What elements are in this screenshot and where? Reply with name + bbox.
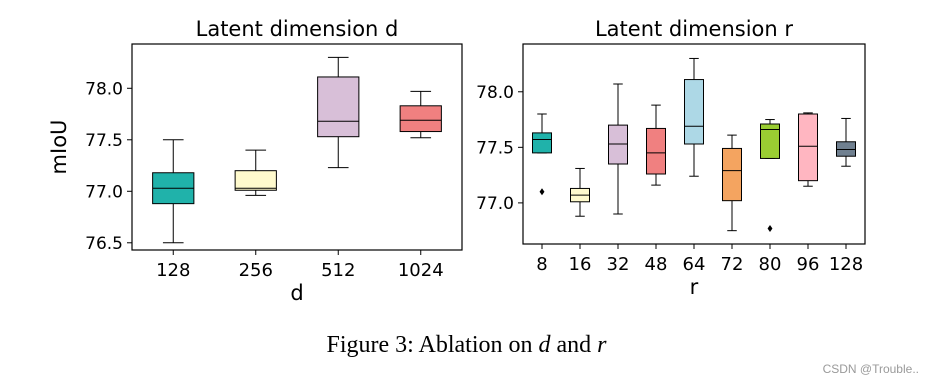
panel1-box-512 — [317, 76, 360, 138]
panel1-ytick-label: 76.5 — [85, 234, 123, 254]
panel2-box-64 — [684, 79, 704, 145]
panel1-xtick-label: 512 — [321, 260, 355, 281]
panel2-box-72 — [722, 147, 742, 202]
panel2-box-80 — [760, 123, 780, 159]
panel2-box-96 — [798, 113, 818, 182]
panel2-xtick-label: 80 — [759, 254, 782, 275]
figure-caption: Figure 3: Ablation on d and r — [0, 332, 933, 359]
panel2-xtick-label: 128 — [829, 254, 863, 275]
panel2-outlier-80 — [767, 224, 773, 232]
panel2-xtick-label: 72 — [721, 254, 744, 275]
panel2-xtick-label: 8 — [536, 254, 547, 275]
panel2-ytick-label: 78.0 — [476, 83, 514, 103]
panel2-outlier-8 — [539, 188, 545, 196]
panel2-xtick-label: 48 — [645, 254, 668, 275]
panel1-xtick-label: 1024 — [398, 260, 444, 281]
panel2-box-128 — [836, 141, 856, 157]
panel2-xtick-label: 16 — [569, 254, 592, 275]
panel1-box-1024 — [399, 105, 442, 133]
panel2-box-8 — [532, 132, 552, 154]
panel2-xlabel: r — [690, 275, 699, 299]
panel1-xtick-label: 256 — [239, 260, 273, 281]
panel2-ytick-label: 77.5 — [476, 138, 514, 158]
panel2-title: Latent dimension r — [595, 17, 793, 41]
panel1-xtick-label: 128 — [156, 260, 190, 281]
panel1-xlabel: d — [290, 281, 303, 305]
panel2-xtick-label: 64 — [683, 254, 706, 275]
panel1-ytick-label: 78.0 — [85, 79, 123, 99]
panel1-title: Latent dimension d — [196, 17, 399, 41]
panel2-xtick-label: 96 — [797, 254, 820, 275]
panel1-ytick-label: 77.5 — [85, 131, 123, 151]
panel2-ytick-label: 77.0 — [476, 194, 514, 214]
panel1-box-256 — [234, 170, 277, 191]
watermark: CSDN @Trouble.. — [822, 362, 919, 376]
caption-var-d: d — [538, 332, 551, 358]
panel1-ytick-label: 77.0 — [85, 182, 123, 202]
panel2-box-48 — [646, 127, 666, 175]
panel2-xtick-label: 32 — [607, 254, 630, 275]
panel1-axes-frame — [131, 43, 463, 251]
caption-var-r: r — [597, 332, 607, 358]
figure-canvas: Latent dimension d 76.5 77.0 77.5 78.0 128 256… — [47, 17, 866, 305]
panel2-box-32 — [608, 124, 628, 165]
caption-mid: and — [550, 332, 598, 358]
panel1-ylabel: mIoU — [47, 120, 71, 175]
caption-prefix: Figure 3: Ablation on — [326, 332, 539, 358]
